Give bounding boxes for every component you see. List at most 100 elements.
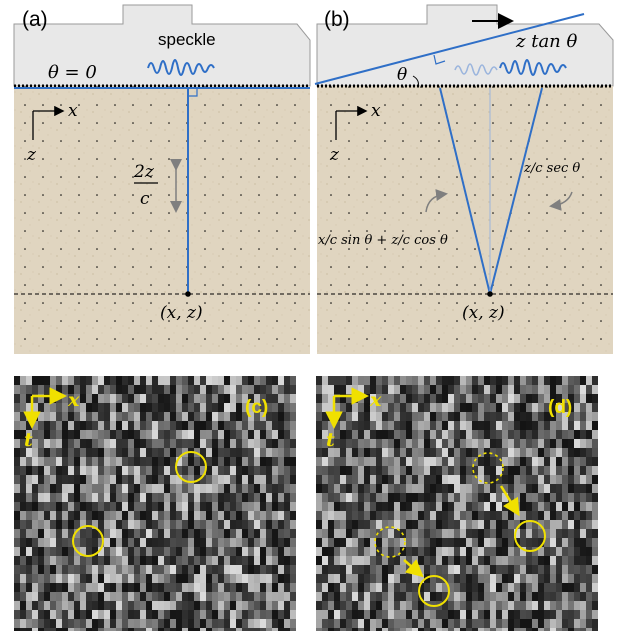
speckle-cell bbox=[110, 538, 116, 547]
speckle-cell bbox=[290, 493, 296, 502]
speckle-cell bbox=[322, 376, 328, 385]
speckle-cell bbox=[116, 493, 122, 502]
speckle-cell bbox=[538, 547, 544, 556]
speckle-cell bbox=[478, 592, 484, 601]
speckle-cell bbox=[74, 628, 80, 631]
speckle-cell bbox=[358, 565, 364, 574]
speckle-cell bbox=[98, 592, 104, 601]
speckle-cell bbox=[400, 484, 406, 493]
speckle-cell bbox=[230, 502, 236, 511]
speckle-cell bbox=[424, 601, 430, 610]
speckle-cell bbox=[86, 430, 92, 439]
speckle-cell bbox=[242, 547, 248, 556]
speckle-cell bbox=[562, 538, 568, 547]
speckle-cell bbox=[134, 394, 140, 403]
speckle-cell bbox=[556, 412, 562, 421]
speckle-cell bbox=[290, 466, 296, 475]
speckle-cell bbox=[254, 601, 260, 610]
speckle-cell bbox=[128, 529, 134, 538]
speckle-cell bbox=[206, 511, 212, 520]
speckle-cell bbox=[340, 403, 346, 412]
speckle-cell bbox=[580, 601, 586, 610]
speckle-cell bbox=[370, 376, 376, 385]
speckle-cell bbox=[556, 547, 562, 556]
speckle-cell bbox=[254, 403, 260, 412]
speckle-cell bbox=[62, 484, 68, 493]
speckle-cell bbox=[388, 394, 394, 403]
speckle-cell bbox=[454, 556, 460, 565]
speckle-cell bbox=[32, 583, 38, 592]
speckle-cell bbox=[562, 556, 568, 565]
speckle-cell bbox=[502, 628, 508, 631]
speckle-cell bbox=[218, 583, 224, 592]
speckle-cell bbox=[86, 610, 92, 619]
speckle-cell bbox=[164, 394, 170, 403]
speckle-cell bbox=[346, 583, 352, 592]
speckle-cell bbox=[92, 529, 98, 538]
speckle-cell bbox=[490, 511, 496, 520]
speckle-cell bbox=[496, 475, 502, 484]
speckle-cell bbox=[514, 493, 520, 502]
speckle-cell bbox=[284, 601, 290, 610]
speckle-cell bbox=[272, 403, 278, 412]
speckle-cell bbox=[98, 520, 104, 529]
speckle-cell bbox=[316, 520, 322, 529]
speckle-cell bbox=[224, 574, 230, 583]
speckle-cell bbox=[412, 610, 418, 619]
speckle-cell bbox=[20, 403, 26, 412]
speckle-cell bbox=[538, 565, 544, 574]
speckle-cell bbox=[370, 547, 376, 556]
speckle-cell bbox=[266, 466, 272, 475]
speckle-cell bbox=[248, 583, 254, 592]
speckle-cell bbox=[230, 430, 236, 439]
speckle-cell bbox=[80, 502, 86, 511]
speckle-cell bbox=[92, 628, 98, 631]
speckle-cell bbox=[218, 520, 224, 529]
speckle-cell bbox=[92, 601, 98, 610]
speckle-cell bbox=[188, 529, 194, 538]
speckle-cell bbox=[400, 403, 406, 412]
speckle-cell bbox=[170, 610, 176, 619]
speckle-cell bbox=[508, 475, 514, 484]
speckle-cell bbox=[400, 511, 406, 520]
speckle-cell bbox=[364, 502, 370, 511]
speckle-cell bbox=[472, 538, 478, 547]
speckle-cell bbox=[586, 376, 592, 385]
speckle-cell bbox=[140, 430, 146, 439]
speckle-cell bbox=[278, 565, 284, 574]
speckle-cell bbox=[550, 511, 556, 520]
speckle-cell bbox=[68, 421, 74, 430]
speckle-cell bbox=[346, 493, 352, 502]
speckle-cell bbox=[388, 421, 394, 430]
speckle-cell bbox=[44, 448, 50, 457]
speckle-cell bbox=[230, 628, 236, 631]
speckle-cell bbox=[430, 547, 436, 556]
speckle-cell bbox=[74, 565, 80, 574]
speckle-cell bbox=[122, 511, 128, 520]
speckle-cell bbox=[80, 592, 86, 601]
speckle-cell bbox=[134, 583, 140, 592]
speckle-cell bbox=[508, 376, 514, 385]
speckle-cell bbox=[68, 628, 74, 631]
speckle-cell bbox=[20, 574, 26, 583]
speckle-cell bbox=[98, 439, 104, 448]
speckle-cell bbox=[122, 439, 128, 448]
speckle-cell bbox=[562, 628, 568, 631]
speckle-cell bbox=[406, 538, 412, 547]
right-path-label-b: z/c sec θ bbox=[523, 161, 580, 176]
speckle-cell bbox=[490, 430, 496, 439]
speckle-cell bbox=[508, 529, 514, 538]
speckle-cell bbox=[316, 610, 322, 619]
speckle-cell bbox=[376, 592, 382, 601]
speckle-cell bbox=[32, 448, 38, 457]
speckle-cell bbox=[562, 493, 568, 502]
speckle-cell bbox=[68, 529, 74, 538]
speckle-cell bbox=[206, 412, 212, 421]
speckle-cell bbox=[400, 493, 406, 502]
speckle-cell bbox=[284, 547, 290, 556]
speckle-cell bbox=[538, 583, 544, 592]
speckle-cell bbox=[580, 394, 586, 403]
speckle-cell bbox=[592, 556, 598, 565]
speckle-cell bbox=[436, 376, 442, 385]
speckle-cell bbox=[170, 430, 176, 439]
